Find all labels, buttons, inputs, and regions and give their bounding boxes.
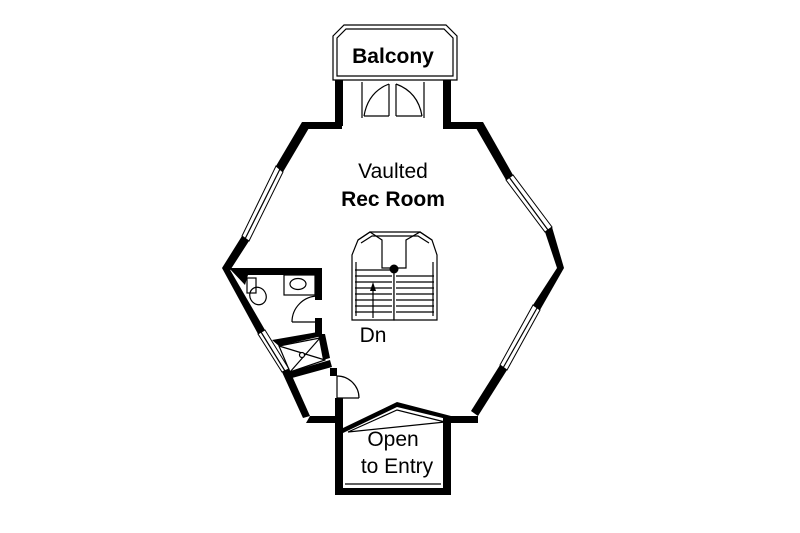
windows bbox=[241, 165, 553, 373]
balcony-label: Balcony bbox=[352, 45, 434, 68]
room-label-vaulted: Vaulted bbox=[358, 160, 428, 183]
exterior-walls bbox=[222, 122, 564, 423]
staircase bbox=[351, 231, 438, 321]
entry-label-to-entry: to Entry bbox=[361, 455, 434, 478]
bathroom bbox=[229, 268, 360, 399]
stair-label-dn: Dn bbox=[360, 324, 387, 347]
entry-label-open: Open bbox=[367, 428, 418, 451]
newel-post bbox=[389, 264, 399, 274]
balcony: Balcony bbox=[332, 24, 458, 126]
room-label-rec-room: Rec Room bbox=[341, 188, 445, 211]
open-to-entry: Open to Entry bbox=[335, 398, 451, 495]
